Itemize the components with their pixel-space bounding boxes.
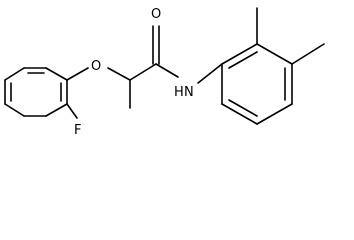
ring2-bond (256, 43, 293, 65)
ring1-bond (4, 67, 25, 81)
amide-hydrogen-label: H (174, 85, 184, 100)
ring2-bond (221, 103, 258, 125)
ring1-bond (4, 103, 25, 117)
ch-carbonyl-bond (129, 63, 157, 81)
molecule-drawing: F O O H N (4, 7, 325, 138)
ring1-bond (45, 103, 68, 117)
ring2-double-bond (228, 99, 258, 117)
ring1-bond (45, 67, 68, 81)
amide-nitrogen-label: N (184, 85, 194, 100)
para-methyl-bond (291, 43, 325, 65)
ring2-double-bond (228, 51, 258, 69)
n-aryl-bond (197, 63, 223, 84)
ether-oxygen-label: O (91, 59, 101, 74)
fluorine-label: F (74, 123, 81, 138)
fluorophenyl-ring (4, 67, 68, 117)
dimethylphenyl-ring (221, 43, 293, 125)
c-f-bond (66, 103, 78, 119)
ring2-bond (221, 43, 258, 65)
carbonyl-n-bond (155, 63, 179, 78)
structure-diagram: F O O H N (4, 7, 325, 138)
ring2-bond (256, 103, 293, 125)
carbonyl-oxygen-label: O (151, 7, 161, 22)
ring-o-bond (66, 67, 89, 81)
o-ch-bond (107, 67, 131, 81)
